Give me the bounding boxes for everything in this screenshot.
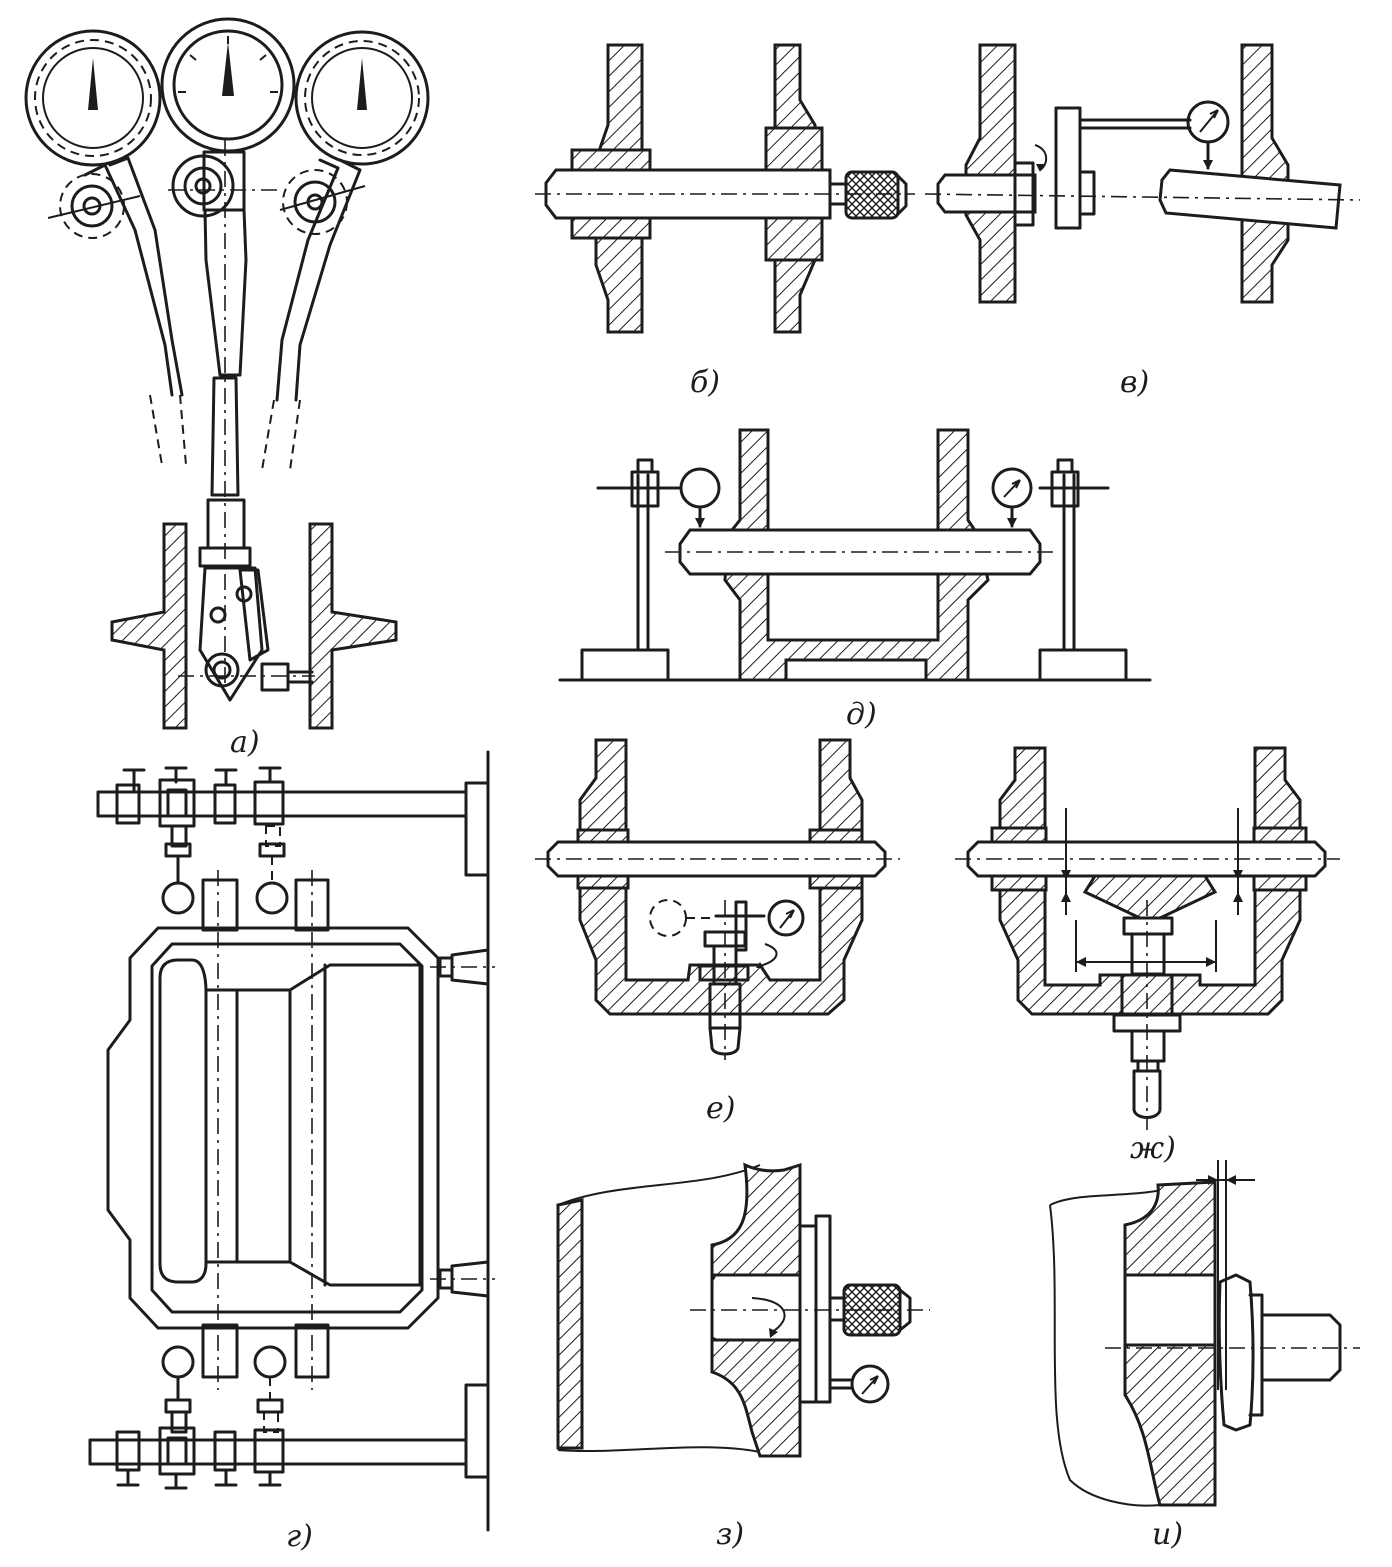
dial-indicator-icon xyxy=(294,30,430,166)
dial-indicator-icon xyxy=(850,1364,890,1404)
panel-label-g: г) xyxy=(286,1519,313,1554)
panel-zh-housing-alignment: ж) xyxy=(955,746,1340,1166)
dial-indicator-icon xyxy=(991,467,1033,509)
panel-i-flange-gap: и) xyxy=(1049,1160,1360,1552)
panel-a-bore-gauge: а) xyxy=(24,17,430,760)
panel-label-v: в) xyxy=(1120,365,1149,400)
panel-label-e: е) xyxy=(706,1091,735,1126)
dial-indicator-icon xyxy=(767,899,805,937)
panel-label-a: а) xyxy=(230,725,260,760)
panel-d-housing-on-stands: д) xyxy=(558,428,1152,732)
panel-label-i: и) xyxy=(1152,1517,1183,1552)
dial-indicator-icon xyxy=(160,17,296,153)
dial-indicator-icon xyxy=(24,29,162,167)
dial-indicator-icon xyxy=(1186,100,1230,144)
panel-label-b: б) xyxy=(690,365,720,400)
panel-label-d: д) xyxy=(846,697,877,732)
panel-z-face-runout: з) xyxy=(556,1162,930,1552)
panel-e-housing-bore: е) xyxy=(535,738,900,1126)
panel-b-shaft-check: б) xyxy=(535,43,915,400)
panel-g-housing-fixture: г) xyxy=(88,750,495,1554)
panel-label-zh: ж) xyxy=(1130,1131,1176,1166)
panel-v-runout-check: в) xyxy=(924,43,1361,400)
panel-label-z: з) xyxy=(716,1517,744,1552)
